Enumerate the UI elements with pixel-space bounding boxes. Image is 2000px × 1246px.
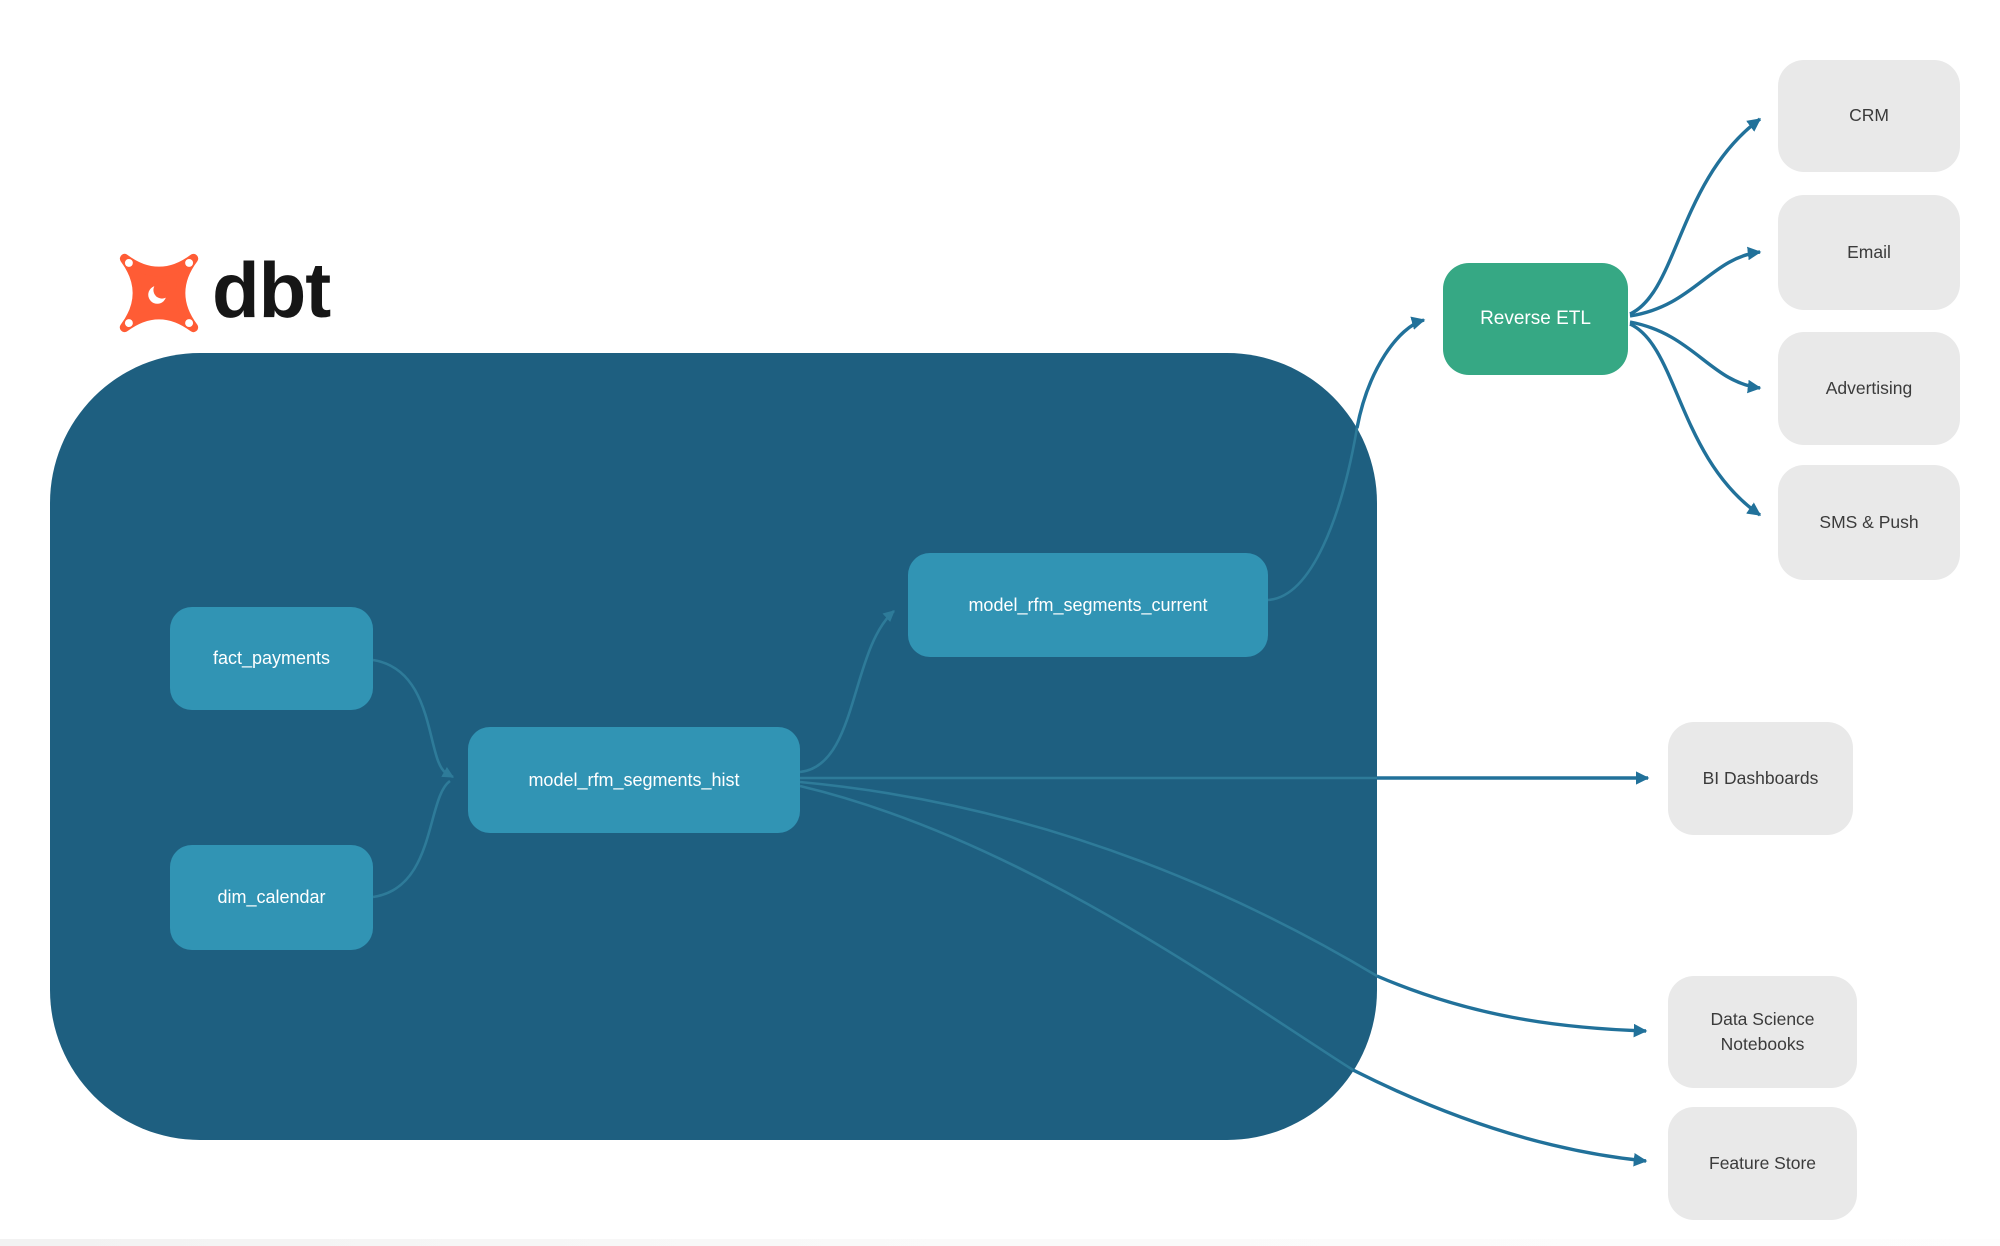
node-email-label: Email — [1847, 241, 1891, 262]
node-sms-push-label: SMS & Push — [1819, 511, 1919, 532]
bottom-shadow-edge — [0, 1239, 2000, 1246]
node-bi-dashboards-label: BI Dashboards — [1702, 767, 1819, 788]
node-crm-label: CRM — [1849, 105, 1889, 126]
node-advertising: Advertising — [1778, 332, 1960, 445]
node-data-science-notebooks-label: Data Science Notebooks — [1710, 1008, 1815, 1054]
node-dim-calendar: dim_calendar — [170, 845, 373, 950]
edge-dim-calendar-to-hist — [372, 779, 451, 899]
node-model-rfm-segments-current: model_rfm_segments_current — [908, 553, 1268, 657]
node-email: Email — [1778, 195, 1960, 310]
node-data-science-notebooks: Data Science Notebooks — [1668, 976, 1857, 1088]
edge-reverse-etl-to-sms-push — [1629, 322, 1762, 517]
edge-current-to-boundary — [1267, 427, 1359, 602]
node-model-rfm-segments-hist-label: model_rfm_segments_hist — [528, 769, 740, 790]
dbt-wordmark: dbt — [212, 246, 331, 334]
node-feature-store-label: Feature Store — [1709, 1152, 1816, 1173]
edge-fact-payments-to-hist — [372, 658, 454, 779]
node-reverse-etl-label: Reverse ETL — [1480, 308, 1591, 329]
node-bi-dashboards: BI Dashboards — [1668, 722, 1853, 835]
node-model-rfm-segments-hist: model_rfm_segments_hist — [468, 727, 800, 833]
dbt-logo-icon — [119, 253, 199, 333]
node-advertising-label: Advertising — [1825, 377, 1913, 398]
node-model-rfm-segments-current-label: model_rfm_segments_current — [968, 594, 1208, 615]
node-fact-payments: fact_payments — [170, 607, 373, 710]
edge-reverse-etl-to-advertising — [1629, 320, 1762, 394]
edge-hist-to-notebooks-inside — [799, 780, 1378, 978]
edge-reverse-etl-to-email — [1629, 246, 1762, 318]
dbt-logo: dbt — [116, 246, 331, 336]
edge-hist-to-featurestore-inside — [799, 784, 1354, 1072]
edge-hist-to-featurestore-outside — [1352, 1068, 1648, 1167]
edge-hist-to-current — [799, 610, 895, 774]
node-dim-calendar-label: dim_calendar — [217, 887, 326, 907]
node-fact-payments-label: fact_payments — [212, 648, 331, 668]
edge-current-to-reverse-etl — [1355, 316, 1426, 429]
edge-hist-to-notebooks-outside — [1376, 974, 1648, 1038]
node-crm: CRM — [1778, 60, 1960, 172]
node-feature-store: Feature Store — [1668, 1107, 1857, 1220]
node-sms-push: SMS & Push — [1778, 465, 1960, 580]
node-reverse-etl: Reverse ETL — [1443, 263, 1628, 375]
edge-reverse-etl-to-crm — [1629, 117, 1762, 316]
